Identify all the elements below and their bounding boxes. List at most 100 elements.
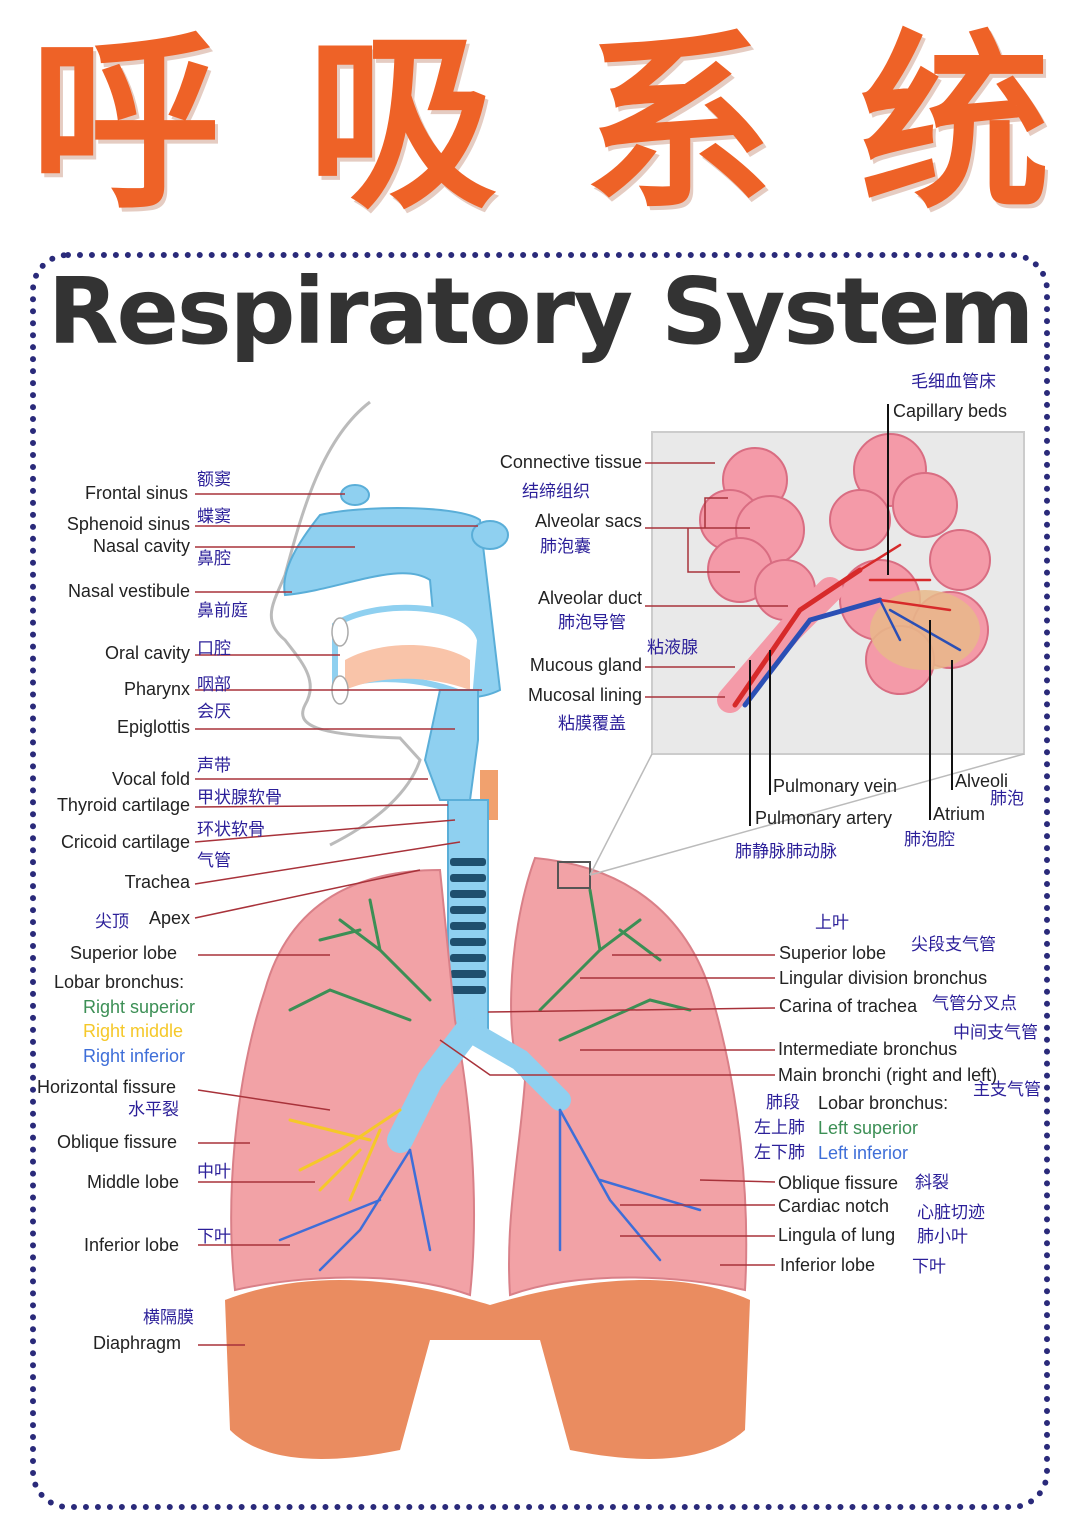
label-vocal-fold-zh: 声带 — [197, 756, 231, 776]
label-horizontal-fissure: Horizontal fissure — [37, 1077, 177, 1097]
label-carina: Carina of trachea — [779, 996, 918, 1016]
label-middle-lobe-zh: 中叶 — [197, 1162, 231, 1182]
label-epiglottis-zh: 会厌 — [197, 702, 231, 722]
label-alveolar-sacs: Alveolar sacs — [534, 511, 642, 531]
label-right-superior: Right superior — [83, 997, 196, 1017]
label-sphenoid-sinus-zh: 蝶窦 — [197, 507, 231, 527]
frontal-sinus-shape — [340, 484, 370, 506]
label-epiglottis: Epiglottis — [116, 717, 190, 737]
diaphragm-shape — [225, 1280, 750, 1459]
label-horizontal-fissure-zh: 水平裂 — [128, 1100, 179, 1120]
label-diaphragm-zh: 横隔膜 — [143, 1308, 194, 1328]
english-title: Respiratory System — [47, 258, 1035, 365]
title-char-1: 呼 — [30, 14, 221, 235]
label-trachea: Trachea — [124, 872, 190, 892]
label-thyroid-cartilage: Thyroid cartilage — [56, 795, 190, 815]
label-lingula-zh: 肺小叶 — [917, 1227, 968, 1247]
label-alveolar-duct: Alveolar duct — [537, 588, 642, 608]
inset-pointer-lines — [749, 404, 953, 826]
tongue-shape — [345, 645, 470, 690]
label-cricoid-cartilage-zh: 环状软骨 — [197, 820, 265, 840]
label-thyroid-cartilage-zh: 甲状腺软骨 — [197, 788, 282, 808]
head-outline — [269, 400, 422, 847]
label-alveoli-zh: 肺泡 — [990, 789, 1024, 809]
label-apical-bronchus-zh: 尖段支气管 — [911, 935, 996, 955]
label-capillary-beds: Capillary beds — [893, 401, 1008, 421]
label-atrium-zh: 肺泡腔 — [904, 830, 955, 850]
label-left-superior: Left superior — [818, 1118, 919, 1138]
label-lobar-bronchus-right: Lobar bronchus: — [54, 972, 185, 992]
label-mucosal-lining: Mucosal lining — [527, 685, 642, 705]
pharynx-shape — [423, 689, 479, 801]
label-oblique-fissure-left-zh: 斜裂 — [915, 1173, 949, 1193]
label-oblique-fissure-left: Oblique fissure — [778, 1173, 899, 1193]
label-lingular-division: Lingular division bronchus — [779, 968, 988, 988]
label-cricoid-cartilage: Cricoid cartilage — [60, 832, 190, 852]
label-inferior-lobe-right: Inferior lobe — [84, 1235, 180, 1255]
title-char-4: 统 — [859, 14, 1050, 235]
label-oblique-fissure-right: Oblique fissure — [57, 1132, 178, 1152]
trachea-shape — [447, 799, 489, 1031]
label-pulmonary-vein: Pulmonary vein — [773, 776, 898, 796]
label-superior-lobe-left: Superior lobe — [779, 943, 887, 963]
label-capillary-beds-zh: 毛细血管床 — [911, 372, 996, 392]
label-superior-lobe-right: Superior lobe — [70, 943, 178, 963]
label-left-inferior-zh: 左下肺 — [754, 1143, 805, 1163]
chinese-title: 呼 吸 系 统 — [0, 20, 1080, 230]
label-connective-tissue: Connective tissue — [499, 452, 642, 472]
label-superior-lobe-left-zh: 上叶 — [815, 913, 849, 933]
label-cardiac-notch: Cardiac notch — [778, 1196, 890, 1216]
label-sphenoid-sinus: Sphenoid sinus — [66, 514, 190, 534]
label-left-superior-zh: 左上肺 — [754, 1118, 805, 1138]
label-oral-cavity: Oral cavity — [104, 643, 190, 663]
sphenoid-sinus-shape — [471, 520, 509, 550]
label-mucosal-lining-zh: 粘膜覆盖 — [558, 714, 626, 734]
label-vocal-fold: Vocal fold — [111, 769, 190, 789]
label-oral-cavity-zh: 口腔 — [197, 639, 231, 659]
label-alveoli: Alveoli — [955, 771, 1009, 791]
label-inferior-lobe-right-zh: 下叶 — [197, 1227, 231, 1247]
label-diaphragm: Diaphragm — [93, 1333, 182, 1353]
label-apex-zh: 尖顶 — [95, 912, 129, 932]
label-intermediate-bronchus: Intermediate bronchus — [778, 1039, 958, 1059]
label-pharynx: Pharynx — [123, 679, 190, 699]
label-left-inferior: Left inferior — [818, 1143, 909, 1163]
label-nasal-cavity-zh: 鼻腔 — [197, 549, 231, 569]
label-lingula: Lingula of lung — [778, 1225, 896, 1245]
label-frontal-sinus: Frontal sinus — [84, 483, 188, 503]
label-alveolar-duct-zh: 肺泡导管 — [558, 613, 626, 633]
label-nasal-vestibule-zh: 鼻前庭 — [197, 601, 248, 621]
label-middle-lobe: Middle lobe — [87, 1172, 180, 1192]
label-alveolar-sacs-zh: 肺泡囊 — [540, 537, 591, 557]
label-carina-zh: 气管分叉点 — [932, 994, 1017, 1014]
label-frontal-sinus-zh: 额窦 — [197, 470, 231, 490]
right-lung-shape — [230, 868, 476, 1297]
label-atrium: Atrium — [933, 804, 986, 824]
label-mucous-gland-zh: 粘液腺 — [647, 638, 698, 658]
label-right-middle: Right middle — [83, 1021, 184, 1041]
label-right-inferior: Right inferior — [83, 1046, 186, 1066]
dotted-frame — [30, 252, 1050, 1510]
label-connective-tissue-zh: 结缔组织 — [522, 482, 590, 502]
label-lobar-bronchus-left: Lobar bronchus: — [818, 1093, 949, 1113]
label-mucous-gland: Mucous gland — [529, 655, 642, 675]
label-main-bronchi: Main bronchi (right and left) — [778, 1065, 998, 1085]
title-char-3: 系 — [583, 14, 774, 235]
label-nasal-cavity: Nasal cavity — [92, 536, 190, 556]
bronchial-tree — [278, 888, 702, 1272]
label-nasal-vestibule: Nasal vestibule — [67, 581, 190, 601]
label-inferior-lobe-left: Inferior lobe — [780, 1255, 876, 1275]
label-main-bronchi-zh: 主支气管 — [973, 1080, 1041, 1100]
label-inferior-lobe-left-zh: 下叶 — [912, 1257, 946, 1277]
title-char-2: 吸 — [306, 14, 497, 235]
leader-lines — [194, 462, 788, 1346]
label-pulmonary-vein-artery-zh: 肺静脉肺动脉 — [735, 842, 837, 862]
label-pulmonary-artery: Pulmonary artery — [755, 808, 893, 828]
label-pharynx-zh: 咽部 — [197, 675, 231, 695]
label-cardiac-notch-zh: 心脏切迹 — [917, 1203, 985, 1223]
label-intermediate-zh: 中间支气管 — [953, 1023, 1038, 1043]
label-lobar-zh: 肺段 — [766, 1093, 800, 1113]
label-apex: Apex — [148, 908, 190, 928]
label-trachea-zh: 气管 — [197, 851, 231, 871]
